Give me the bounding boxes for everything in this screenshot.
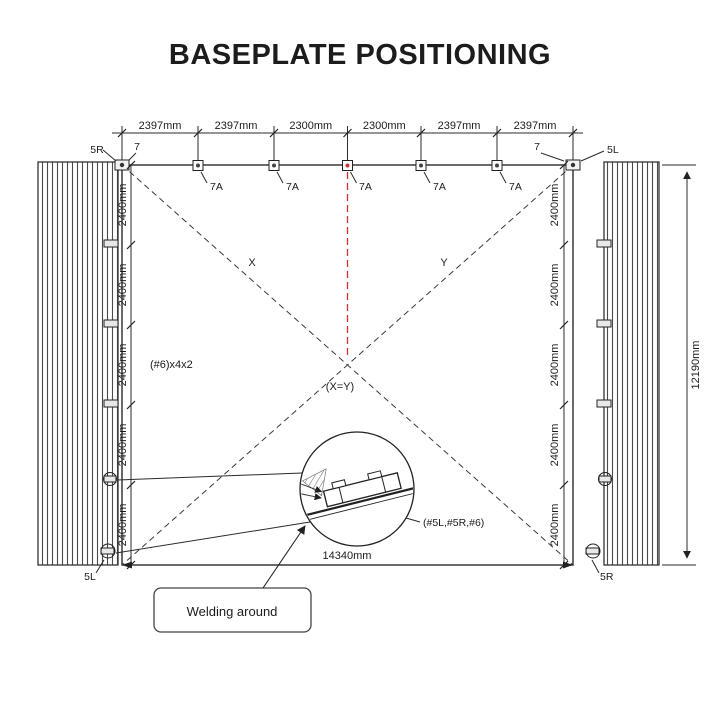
- diagonal-equal-label: (X=Y): [326, 381, 354, 393]
- plate-bottom-right-label: 5R: [600, 571, 614, 583]
- right-dimension-chain: [559, 160, 569, 570]
- anchor-label-3: 7A: [359, 181, 372, 193]
- plate-bottom-left-label: 5L: [84, 571, 96, 583]
- weld-note-box: [153, 587, 312, 633]
- top-dim-1: 2397mm: [139, 120, 182, 132]
- plate-top-right-leader: [580, 150, 605, 162]
- top-dim-5: 2397mm: [438, 120, 481, 132]
- top-dim-6: 2397mm: [514, 120, 557, 132]
- right-dim-3: 2400mm: [549, 344, 561, 387]
- top-corner-plates: [114, 159, 581, 171]
- right-dim-5: 2400mm: [549, 504, 561, 547]
- anchor-baseplates: [192, 160, 507, 184]
- left-dim-2: 2400mm: [117, 264, 129, 307]
- right-total-dim: 12190mm: [690, 341, 702, 390]
- right-wall-hatch: [603, 161, 660, 566]
- bolt-top-left-leader: [128, 152, 137, 161]
- plate-top-right-label: 5L: [607, 144, 619, 156]
- bottom-total-dim: 14340mm: [323, 550, 372, 562]
- diagonal-y-label: Y: [440, 257, 448, 269]
- anchor-label-2: 7A: [286, 181, 299, 193]
- page-title: BASEPLATE POSITIONING: [169, 39, 551, 71]
- detail-parts-label: (#5L,#5R,#6): [423, 517, 484, 529]
- diagonal-lines: [121, 164, 574, 566]
- left-dim-3: 2400mm: [117, 344, 129, 387]
- left-dim-4: 2400mm: [117, 424, 129, 467]
- detail-cone-lines: [115, 472, 311, 554]
- plate-top-left-label: 5R: [90, 144, 104, 156]
- top-dim-4: 2300mm: [363, 120, 406, 132]
- anchor-label-5: 7A: [509, 181, 522, 193]
- bolt-top-right-leader: [540, 152, 565, 162]
- anchor-label-4: 7A: [433, 181, 446, 193]
- plate-bottom-right-leader: [591, 559, 600, 574]
- pattern-note-label: (#6)x4x2: [150, 359, 193, 371]
- left-dimension-chain: [126, 160, 136, 570]
- top-dim-2: 2397mm: [215, 120, 258, 132]
- detail-parts-leader: [405, 517, 421, 523]
- top-dim-3: 2300mm: [289, 120, 332, 132]
- left-dim-5: 2400mm: [117, 504, 129, 547]
- anchor-label-1: 7A: [210, 181, 223, 193]
- right-dim-2: 2400mm: [549, 264, 561, 307]
- right-dim-1: 2400mm: [549, 184, 561, 227]
- bolt-top-left-label: 7: [134, 141, 140, 153]
- left-dim-1: 2400mm: [117, 184, 129, 227]
- plate-top-left-leader: [102, 149, 117, 162]
- top-dimension-chain: [112, 126, 583, 160]
- left-wall-clips: [100, 239, 119, 559]
- diagonal-x-label: X: [248, 257, 256, 269]
- weld-note-arrow: [262, 525, 306, 589]
- right-dim-4: 2400mm: [549, 424, 561, 467]
- right-wall-clips: [585, 239, 612, 559]
- plate-bottom-left-leader: [95, 559, 105, 574]
- bottom-overall-dimension: [122, 561, 573, 569]
- right-overall-dimension: [662, 164, 696, 566]
- left-wall-hatch: [37, 161, 119, 566]
- bolt-top-right-label: 7: [534, 141, 540, 153]
- detail-content: [301, 468, 413, 521]
- weld-note-label: Welding around: [187, 604, 278, 619]
